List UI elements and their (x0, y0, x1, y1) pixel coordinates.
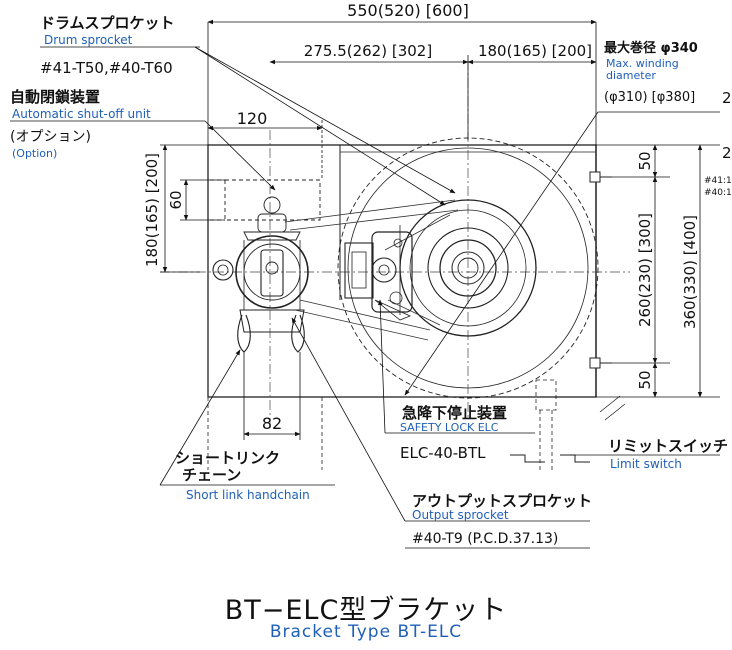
limit-switch-jp: リミットスイッチ (608, 437, 728, 455)
dimension-lines (160, 19, 720, 440)
output-sprocket-spec: #40-T9 (P.C.D.37.13) (412, 531, 558, 547)
dim-cut-right-4: #40:1 (704, 188, 732, 198)
dim-lower-width: 82 (262, 414, 282, 433)
dim-left-span: 275.5(262) [302] (304, 42, 432, 60)
shutoff-unit-jp: 自動閉鎖装置 (10, 88, 100, 106)
dim-overall-height: 360(330) [400] (681, 215, 699, 329)
shutoff-unit-en: Automatic shut-off unit (12, 107, 151, 121)
max-winding-spec: (φ310) [φ380] (604, 90, 695, 105)
short-link-en: Short link handchain (186, 488, 310, 502)
dim-cut-right-3: #41:1 (704, 176, 732, 186)
dim-right-span: 180(165) [200] (478, 42, 592, 60)
drawing-subtitle: Bracket Type BT-ELC (269, 622, 463, 642)
safety-lock-spec: ELC-40-BTL (400, 444, 486, 462)
safety-lock-unit (344, 231, 413, 321)
lower-components (510, 379, 626, 470)
max-winding-en-1: Max. winding (606, 57, 679, 70)
safety-lock-jp: 急降下停止装置 (402, 404, 507, 422)
drum-sprocket-jp: ドラムスプロケット (40, 14, 175, 32)
max-winding-en-2: diameter (606, 69, 656, 82)
dim-unit-height: 60 (167, 190, 185, 209)
hoist-unit (212, 196, 309, 353)
dim-unit-width: 120 (237, 109, 268, 128)
dim-cut-right-2: 2 (722, 144, 732, 162)
dim-overall-width: 550(520) [600] (347, 1, 469, 20)
dim-top-offset: 50 (636, 151, 654, 170)
bracket-frame (207, 144, 612, 470)
output-sprocket-jp: アウトプットスプロケット (412, 492, 592, 510)
shutoff-unit-option-en: (Option) (12, 147, 57, 160)
limit-switch-en: Limit switch (610, 457, 682, 471)
max-winding-jp: 最大巻径 φ340 (604, 40, 698, 56)
dim-cut-right-1: 2 (722, 89, 732, 107)
safety-lock-en: SAFETY LOCK ELC (400, 421, 499, 434)
shutoff-unit-option-jp: (オプション) (10, 129, 91, 145)
short-link-jp-1: ショートリンク (175, 449, 280, 467)
dim-bottom-offset: 50 (636, 370, 654, 389)
short-link-jp-2: チェーン (182, 466, 241, 484)
drum-sprocket-spec: #41-T50,#40-T60 (40, 59, 173, 77)
drum-sprocket-en: Drum sprocket (44, 33, 133, 47)
dim-left-height: 180(165) [200] (143, 153, 161, 267)
dim-center-height: 260(230) [300] (636, 213, 654, 327)
leader-lines (10, 46, 720, 522)
drawing-title: BT−ELC型ブラケット (224, 595, 508, 626)
output-sprocket-en: Output sprocket (412, 508, 509, 522)
